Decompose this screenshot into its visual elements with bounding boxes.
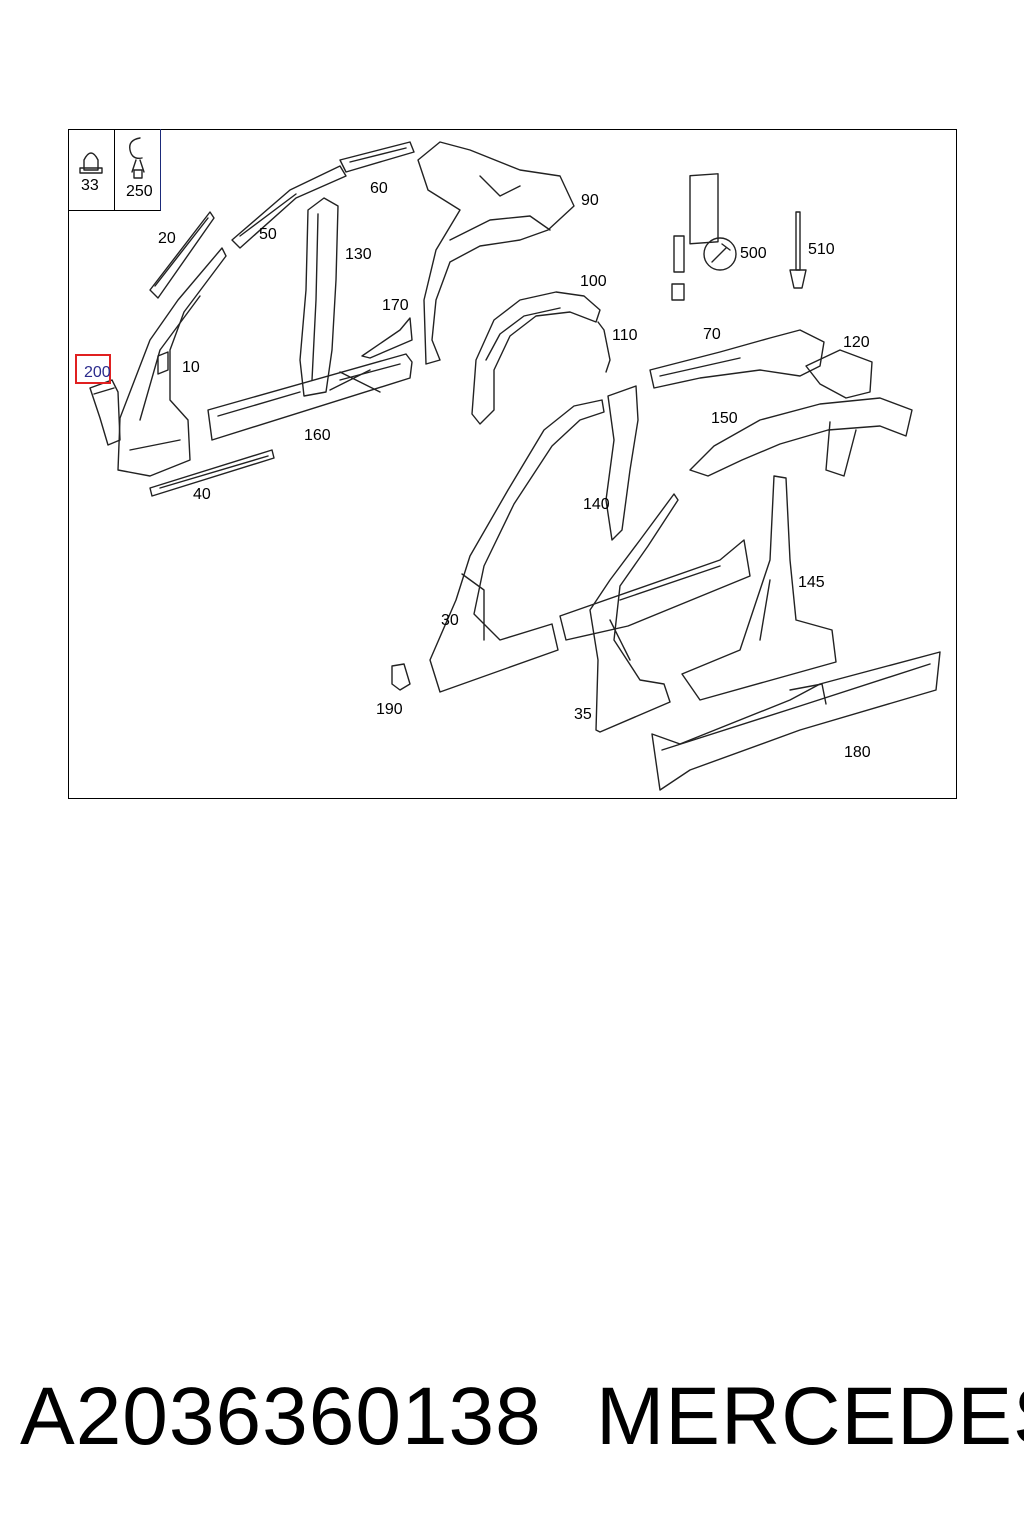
callout-170: 170 — [382, 297, 409, 314]
part-140-shape — [605, 385, 639, 541]
part-160-shape — [207, 353, 413, 441]
callout-35: 35 — [574, 706, 592, 723]
callout-510: 510 — [808, 241, 835, 258]
wrench-icon — [703, 237, 737, 271]
part-10-shape — [117, 247, 227, 477]
part-30-shape — [429, 399, 605, 693]
callout-140: 140 — [583, 496, 610, 513]
callout-20: 20 — [158, 230, 176, 247]
callout-160: 160 — [304, 427, 331, 444]
callout-130: 130 — [345, 246, 372, 263]
callout-90: 90 — [581, 192, 599, 209]
part-60-shape — [339, 141, 415, 173]
legend-label-250: 250 — [126, 183, 153, 200]
callout-500: 500 — [740, 245, 767, 262]
legend-divider — [114, 129, 115, 211]
clip-icon — [129, 137, 145, 179]
grommet-icon — [79, 152, 103, 174]
footer: A2036360138 MERCEDES — [0, 1370, 1024, 1470]
callout-150: 150 — [711, 410, 738, 427]
part-40-shape — [149, 449, 275, 497]
part-90-shape — [417, 141, 575, 365]
callout-100: 100 — [580, 273, 607, 290]
part-35-shape — [589, 493, 679, 733]
part-130-shape — [299, 197, 339, 397]
part-50-shape — [231, 165, 347, 249]
part-200-shape — [89, 379, 121, 446]
part-510-shape — [789, 211, 807, 289]
part-number: A2036360138 — [20, 1371, 542, 1462]
callout-190: 190 — [376, 701, 403, 718]
part-180-shape — [651, 651, 941, 791]
callout-180: 180 — [844, 744, 871, 761]
middle-rail-shape — [559, 539, 751, 641]
part-100-shape — [471, 291, 601, 425]
callout-10: 10 — [182, 359, 200, 376]
brand-name: MERCEDES — [596, 1371, 1024, 1462]
callout-120: 120 — [843, 334, 870, 351]
part-500-shape — [671, 173, 719, 301]
parts-diagram-frame — [68, 129, 957, 799]
body-parts-drawing — [79, 137, 941, 791]
part-120-shape — [805, 349, 873, 399]
highlight-part-200[interactable] — [75, 354, 111, 384]
callout-145: 145 — [798, 574, 825, 591]
callout-110: 110 — [612, 327, 638, 344]
legend-label-33: 33 — [81, 177, 99, 194]
part-145-shape — [681, 475, 837, 701]
callout-70: 70 — [703, 326, 721, 343]
callout-50: 50 — [259, 226, 277, 243]
part-190-shape — [391, 663, 411, 691]
part-150-shape — [689, 397, 913, 477]
part-70-shape — [649, 329, 825, 389]
part-110-shape — [597, 321, 611, 373]
part-20-shape — [149, 211, 215, 299]
callout-60: 60 — [370, 180, 388, 197]
callout-40: 40 — [193, 486, 211, 503]
callout-200[interactable]: 200 — [84, 364, 111, 381]
callout-30: 30 — [441, 612, 459, 629]
part-170-shape — [361, 317, 413, 359]
